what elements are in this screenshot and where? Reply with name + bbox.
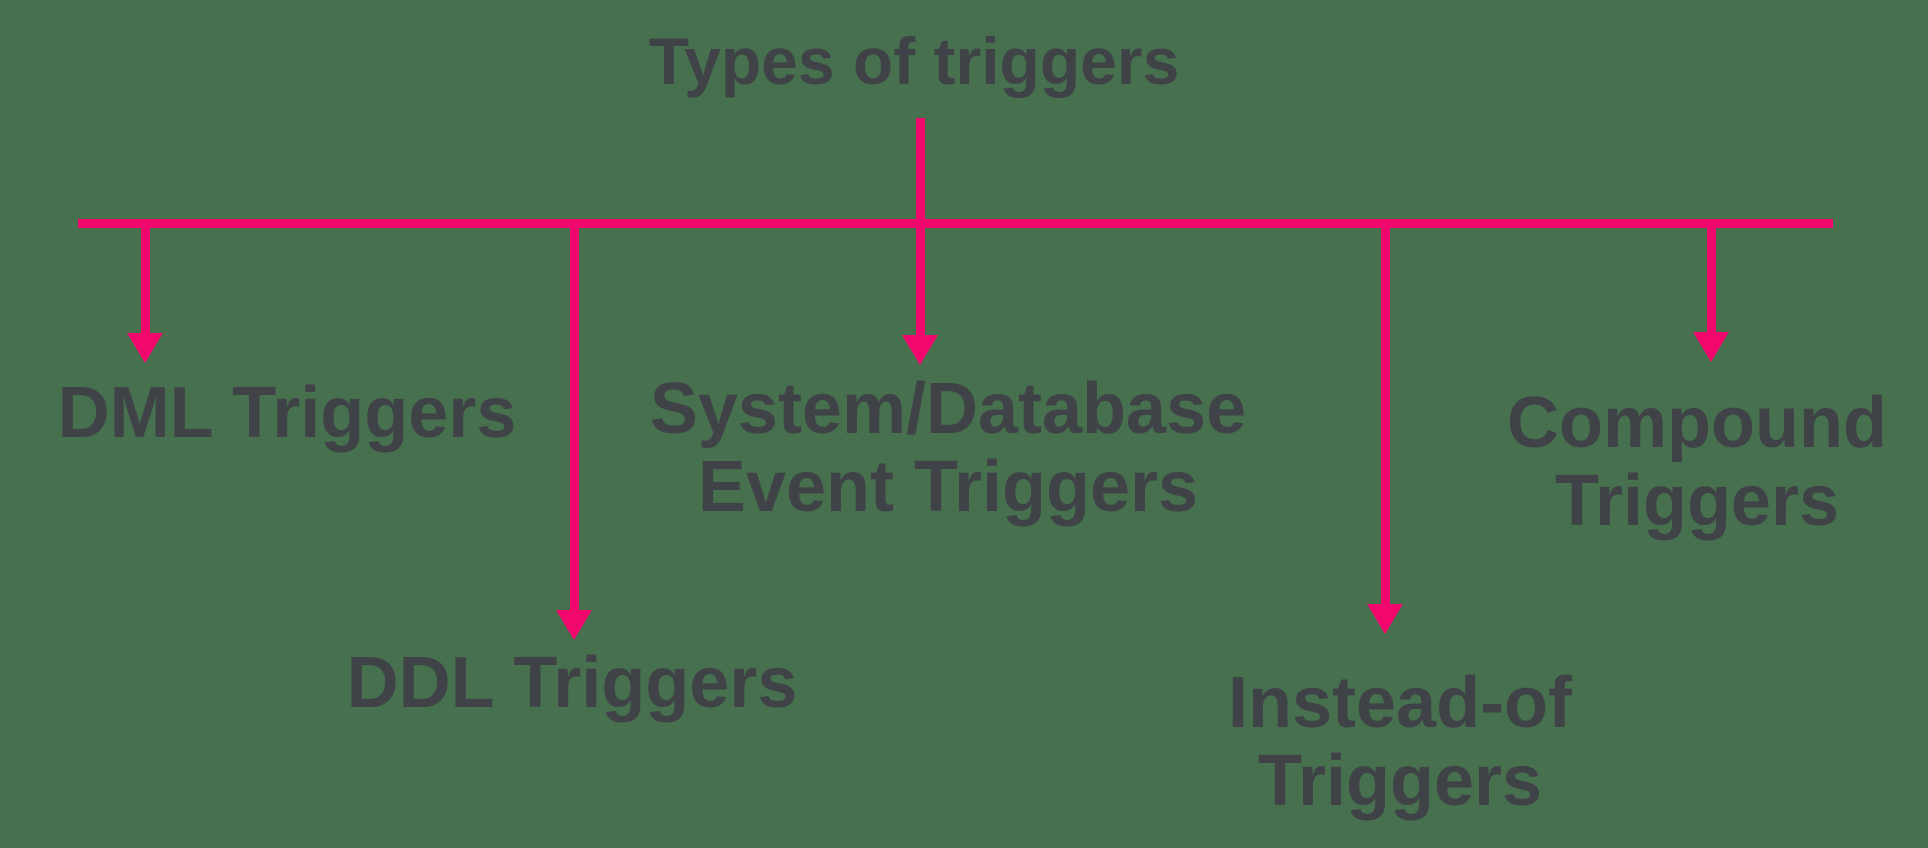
label-system-database-event-triggers: System/Database Event Triggers xyxy=(649,369,1247,527)
arrow-down-icon-instead-of xyxy=(1367,604,1403,634)
diagram-title: Types of triggers xyxy=(648,24,1180,98)
arrow-down-icon-system xyxy=(902,335,938,365)
arrow-down-icon-dml xyxy=(127,333,163,363)
arrow-down-icon-compound xyxy=(1693,332,1729,362)
branch-line-ddl xyxy=(570,219,579,610)
branch-line-compound xyxy=(1707,219,1716,332)
label-ddl-triggers: DDL Triggers xyxy=(346,643,798,723)
arrow-down-icon-ddl xyxy=(556,610,592,640)
label-compound-triggers: Compound Triggers xyxy=(1507,383,1887,541)
label-instead-of-triggers: Instead-of Triggers xyxy=(1227,663,1573,821)
label-dml-triggers: DML Triggers xyxy=(57,373,517,453)
branch-line-instead-of xyxy=(1381,219,1390,604)
branch-line-dml xyxy=(141,219,150,335)
trunk-horizontal-line xyxy=(78,219,1833,228)
